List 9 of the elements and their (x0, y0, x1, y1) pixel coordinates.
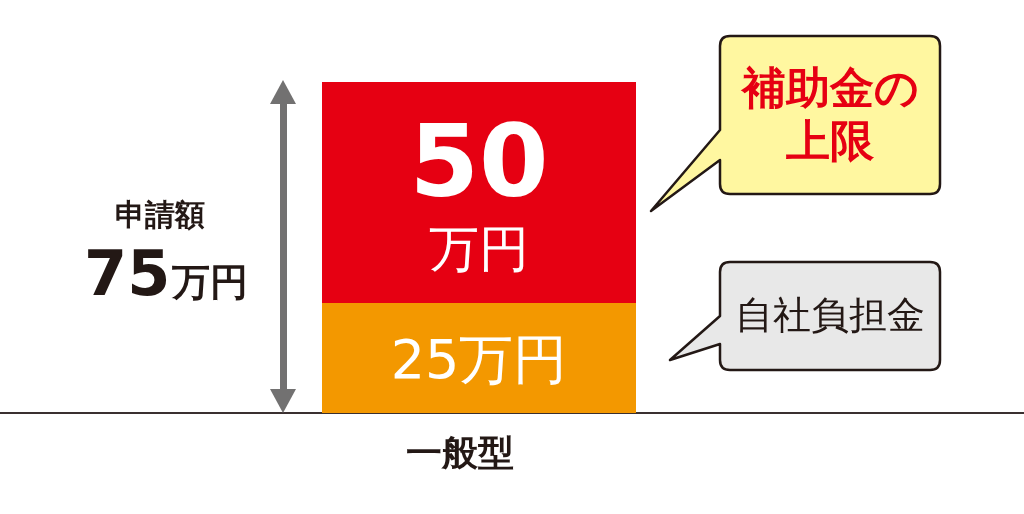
dimension-label: 申請額 (114, 200, 206, 230)
amount-label: 25万円 (389, 333, 569, 387)
category-label: 一般型 (405, 435, 515, 471)
dimension-value: 75 (84, 243, 171, 305)
bubble-text: 自社負担金 (734, 293, 926, 339)
amount-value: 50 (408, 112, 550, 212)
amount-unit: 万円 (428, 224, 530, 274)
bubble-text: 補助金の上限 (740, 62, 920, 168)
dimension-unit: 万円 (172, 263, 248, 301)
